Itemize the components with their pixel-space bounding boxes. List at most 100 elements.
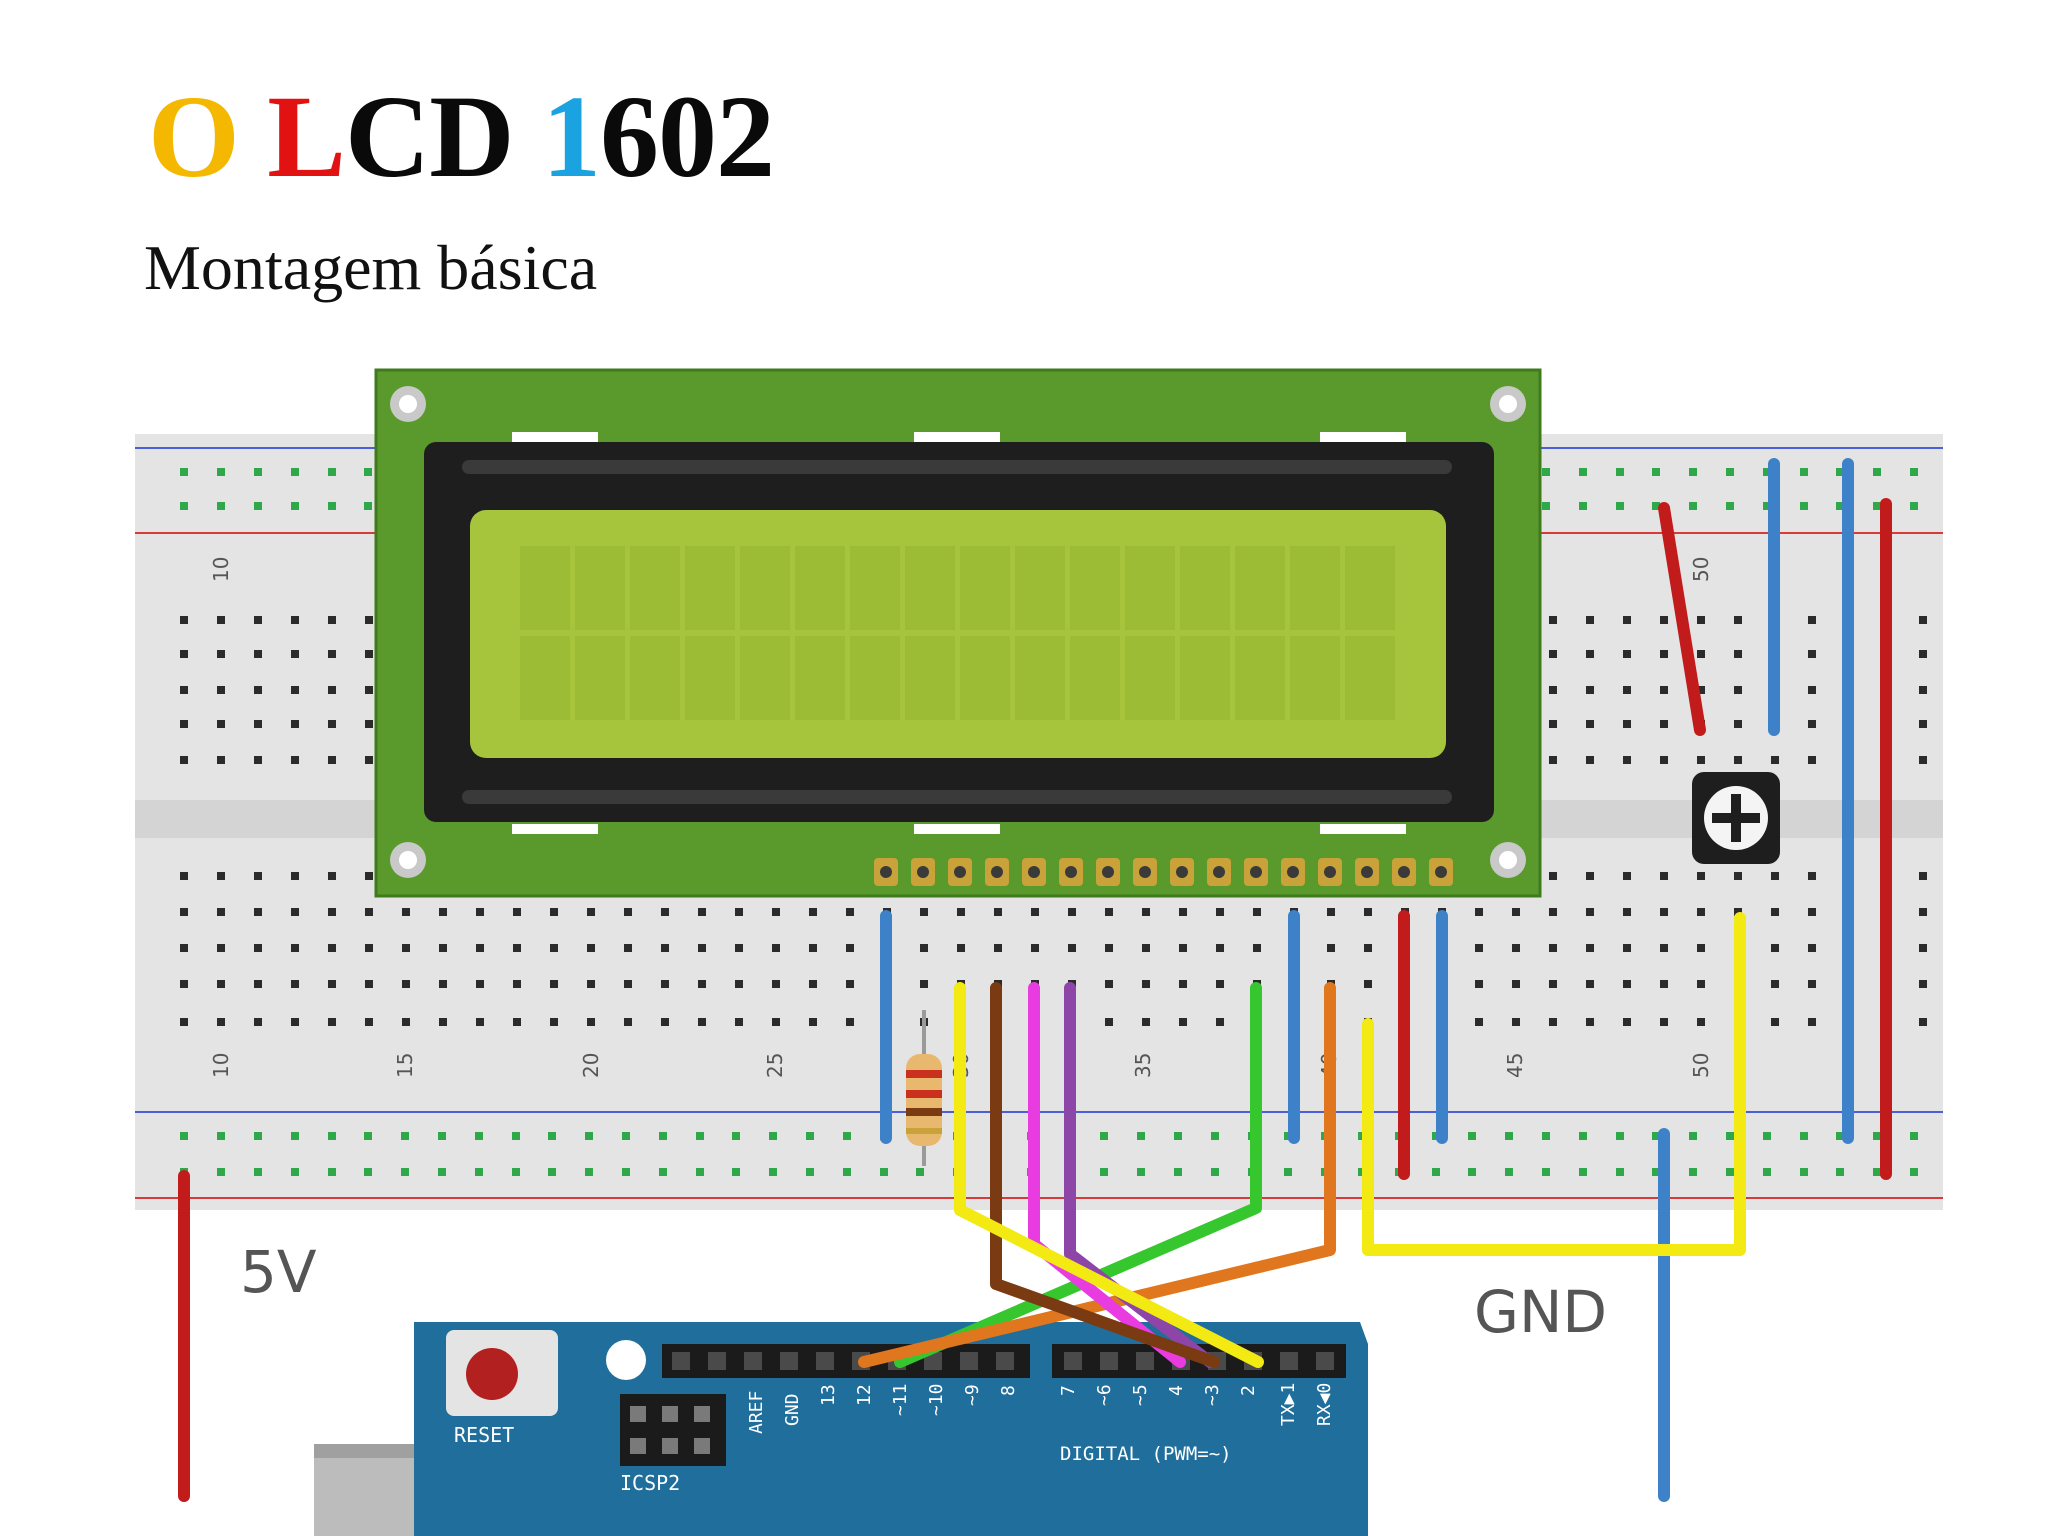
- breadboard-rail-hole: [1763, 502, 1771, 510]
- lcd-pin-hole: [1250, 866, 1262, 878]
- breadboard-rail-hole: [1800, 1168, 1808, 1176]
- breadboard-rail-hole: [622, 1168, 630, 1176]
- header-pin: [780, 1352, 798, 1370]
- reset-button-cap[interactable]: [466, 1348, 518, 1400]
- pin-label-11: ~11: [890, 1383, 911, 1416]
- breadboard-hole: [661, 1018, 669, 1026]
- breadboard-hole: [402, 944, 410, 952]
- breadboard-hole: [217, 1018, 225, 1026]
- breadboard-hole: [254, 686, 262, 694]
- breadboard-hole: [180, 616, 188, 624]
- breadboard-hole: [846, 908, 854, 916]
- breadboard-rail-hole: [1505, 1132, 1513, 1140]
- breadboard-hole: [1660, 872, 1668, 880]
- breadboard-hole: [1586, 686, 1594, 694]
- breadboard-hole: [994, 908, 1002, 916]
- breadboard-hole: [1623, 756, 1631, 764]
- breadboard-rail-hole: [585, 1132, 593, 1140]
- breadboard-hole: [772, 908, 780, 916]
- breadboard-rail-hole: [1542, 1168, 1550, 1176]
- lcd-cell: [685, 546, 735, 630]
- breadboard-hole: [217, 944, 225, 952]
- breadboard-hole: [1919, 650, 1927, 658]
- lcd-cell: [520, 636, 570, 720]
- breadboard-hole: [920, 908, 928, 916]
- breadboard-hole: [254, 1018, 262, 1026]
- breadboard-rail-hole: [1652, 1168, 1660, 1176]
- header-pin: [1136, 1352, 1154, 1370]
- breadboard-hole: [735, 1018, 743, 1026]
- breadboard-hole: [1216, 908, 1224, 916]
- breadboard-rail-hole: [659, 1168, 667, 1176]
- breadboard-rail-hole: [1211, 1168, 1219, 1176]
- pin-label-6: ~6: [1094, 1384, 1115, 1406]
- breadboard-hole: [1623, 872, 1631, 880]
- breadboard-hole: [846, 980, 854, 988]
- breadboard-rail-hole: [843, 1132, 851, 1140]
- breadboard-rail-hole: [1910, 1168, 1918, 1176]
- breadboard-hole: [365, 756, 373, 764]
- breadboard-hole: [291, 908, 299, 916]
- lcd-cell: [1180, 546, 1230, 630]
- lcd-pin-hole: [880, 866, 892, 878]
- breadboard-hole: [1919, 756, 1927, 764]
- breadboard-hole: [1808, 908, 1816, 916]
- breadboard-rail-hole: [364, 1132, 372, 1140]
- breadboard-hole: [1179, 1018, 1187, 1026]
- breadboard-hole: [1808, 650, 1816, 658]
- breadboard-hole: [217, 756, 225, 764]
- breadboard-rail-hole: [843, 1168, 851, 1176]
- lcd-mount-hole: [399, 851, 417, 869]
- lcd-cell: [1125, 636, 1175, 720]
- icsp-pin: [662, 1438, 678, 1454]
- title-part-1: 1: [541, 71, 601, 202]
- breadboard-hole: [1549, 720, 1557, 728]
- breadboard-hole: [402, 1018, 410, 1026]
- potentiometer-knob-slot[interactable]: [1712, 794, 1760, 842]
- breadboard-rail-hole: [475, 1132, 483, 1140]
- pin-label-9: ~9: [962, 1384, 983, 1406]
- breadboard-hole: [1697, 616, 1705, 624]
- breadboard-hole: [291, 980, 299, 988]
- lcd-cell: [1235, 636, 1285, 720]
- breadboard-rail-hole: [512, 1168, 520, 1176]
- breadboard-rail-hole: [254, 468, 262, 476]
- breadboard-rail-hole: [438, 1168, 446, 1176]
- header-pin: [816, 1352, 834, 1370]
- breadboard-hole: [1586, 756, 1594, 764]
- resistor: [906, 1010, 942, 1166]
- breadboard-hole: [1697, 756, 1705, 764]
- row-number: 10: [209, 1053, 233, 1078]
- breadboard-hole: [550, 980, 558, 988]
- breadboard-hole: [217, 650, 225, 658]
- breadboard-hole: [328, 872, 336, 880]
- breadboard-hole: [1771, 756, 1779, 764]
- breadboard-hole: [1623, 944, 1631, 952]
- breadboard-hole: [1734, 908, 1742, 916]
- breadboard-hole: [624, 908, 632, 916]
- breadboard-hole: [1142, 980, 1150, 988]
- breadboard-hole: [291, 720, 299, 728]
- breadboard-rail-hole: [806, 1132, 814, 1140]
- breadboard-hole: [365, 980, 373, 988]
- breadboard-rail-hole: [1689, 502, 1697, 510]
- lcd-header-pins: [874, 858, 1453, 886]
- breadboard-hole: [587, 980, 595, 988]
- breadboard-rail-hole: [548, 1168, 556, 1176]
- breadboard-hole: [1512, 980, 1520, 988]
- breadboard-rail-hole: [1542, 502, 1550, 510]
- breadboard-rail-hole: [1211, 1132, 1219, 1140]
- title-part-l: L: [267, 71, 346, 202]
- breadboard-hole: [735, 944, 743, 952]
- breadboard-hole: [254, 650, 262, 658]
- row-number: 45: [1503, 1053, 1527, 1078]
- breadboard-hole: [1808, 944, 1816, 952]
- icsp-pin: [694, 1438, 710, 1454]
- icsp2-pins: [630, 1406, 710, 1454]
- icsp-pin: [662, 1406, 678, 1422]
- lcd-cell: [1125, 546, 1175, 630]
- breadboard-hole: [1068, 944, 1076, 952]
- breadboard-hole: [1031, 908, 1039, 916]
- lcd-pin-hole: [1435, 866, 1447, 878]
